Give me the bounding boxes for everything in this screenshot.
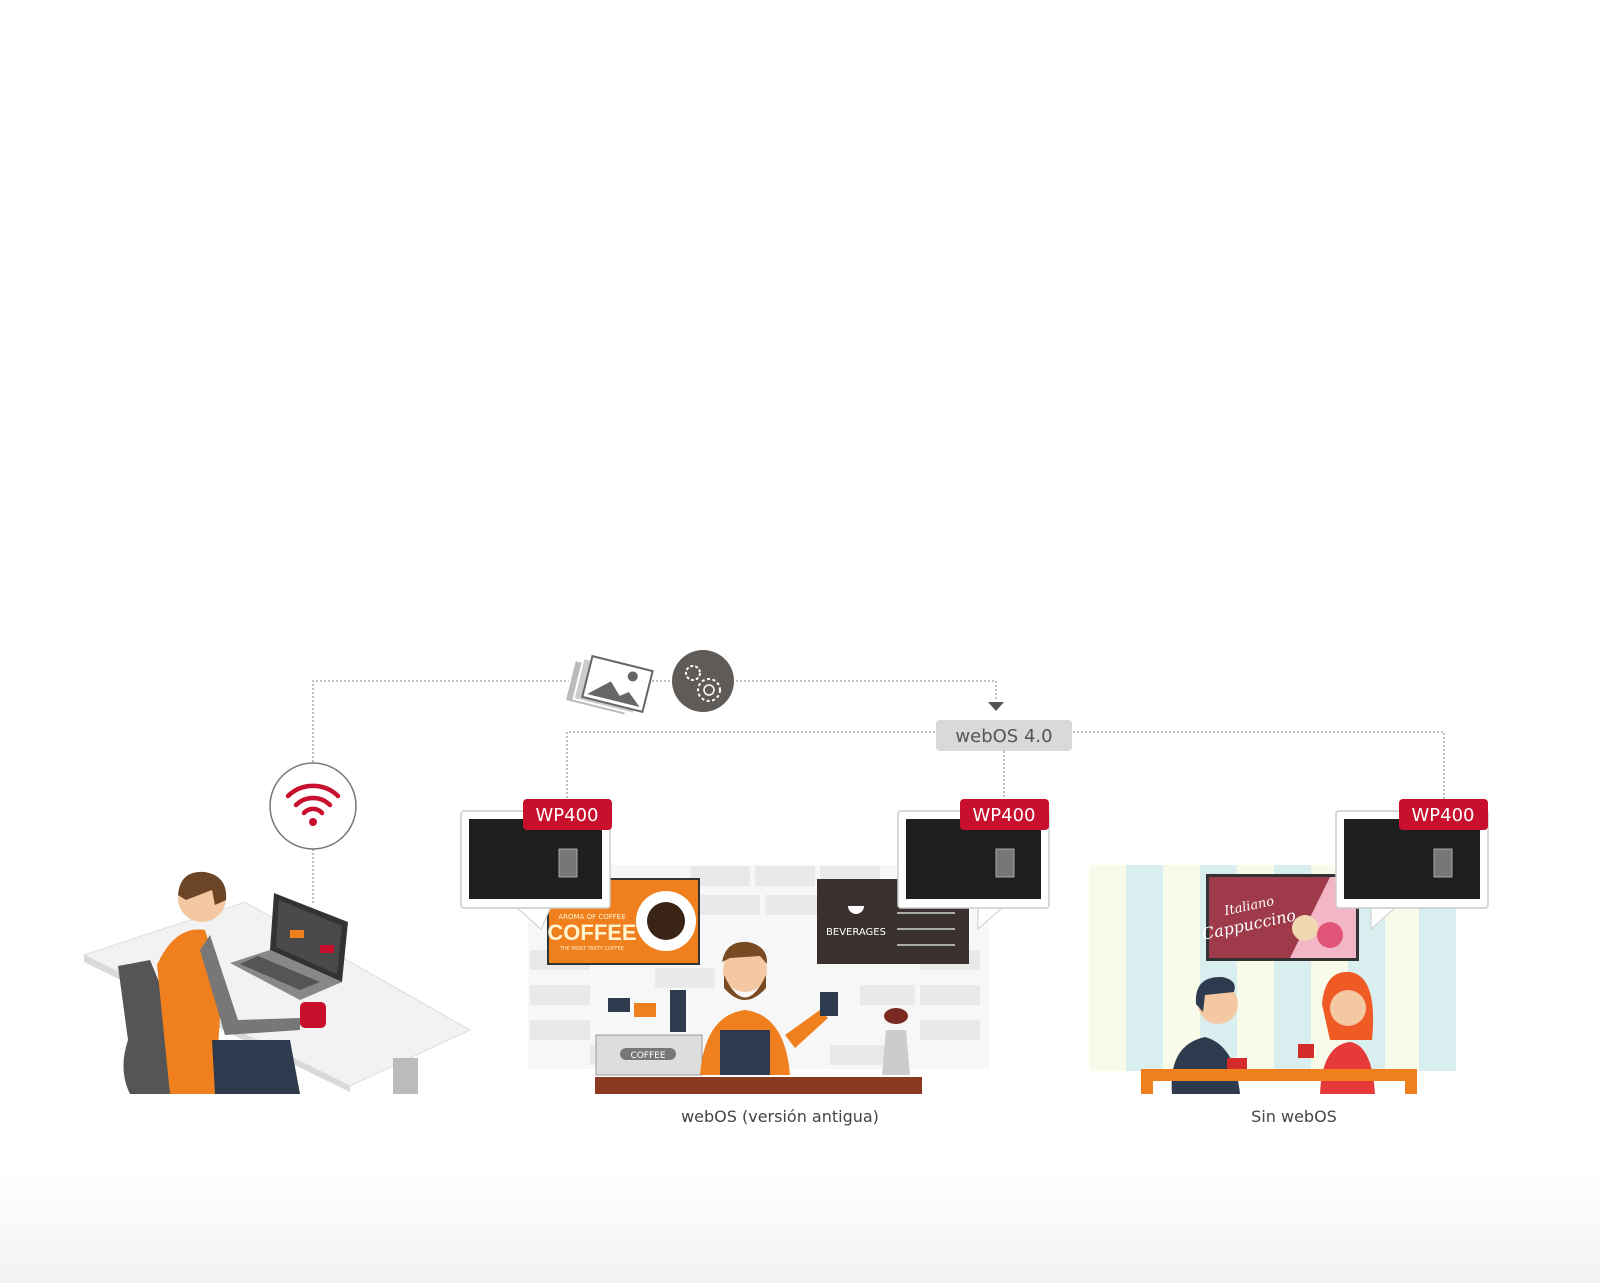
coffee-sign-top: AROMA OF COFFEE [558,913,625,921]
coffee-machine-label: COFFEE [630,1051,665,1061]
barista [700,941,838,1075]
images-icon [563,654,654,717]
arrow-down-icon [988,702,1004,711]
wp400-display-right: WP400 [1335,799,1489,931]
cafe-caption: webOS (versión antigua) [681,1107,879,1126]
restaurant-scene: Italiano Cappuccino Sin webOS [1089,865,1456,1126]
coffee-sign-bottom: THE MOST TASTY COFFEE [559,946,624,952]
gear-icon [672,650,734,712]
webos-hub-label: webOS 4.0 [955,726,1052,747]
wp400-badge: WP400 [535,805,598,826]
office-scene [82,871,472,1094]
wp400-badge: WP400 [972,805,1035,826]
cafe-scene: AROMA OF COFFEE COFFEE THE MOST TASTY CO… [528,865,989,1126]
counter [595,1077,922,1094]
webos-hub-badge: webOS 4.0 [936,720,1072,751]
beverages-sign-title: BEVERAGES [826,927,886,938]
coffee-machine: COFFEE [595,990,703,1076]
restaurant-caption: Sin webOS [1251,1107,1337,1126]
coffee-sign-title: COFFEE [547,920,636,945]
wp400-display-left: WP400 [460,799,612,930]
laptop-icon [230,893,348,1000]
wifi-icon [269,762,357,850]
bottom-fade [0,1170,1600,1283]
wp400-display-center: WP400 [897,799,1050,931]
cappuccino-sign: Italiano Cappuccino [1200,874,1359,961]
upload-line [312,680,997,806]
table [1141,1069,1417,1094]
grinder [882,1008,910,1075]
wp400-badge: WP400 [1411,805,1474,826]
